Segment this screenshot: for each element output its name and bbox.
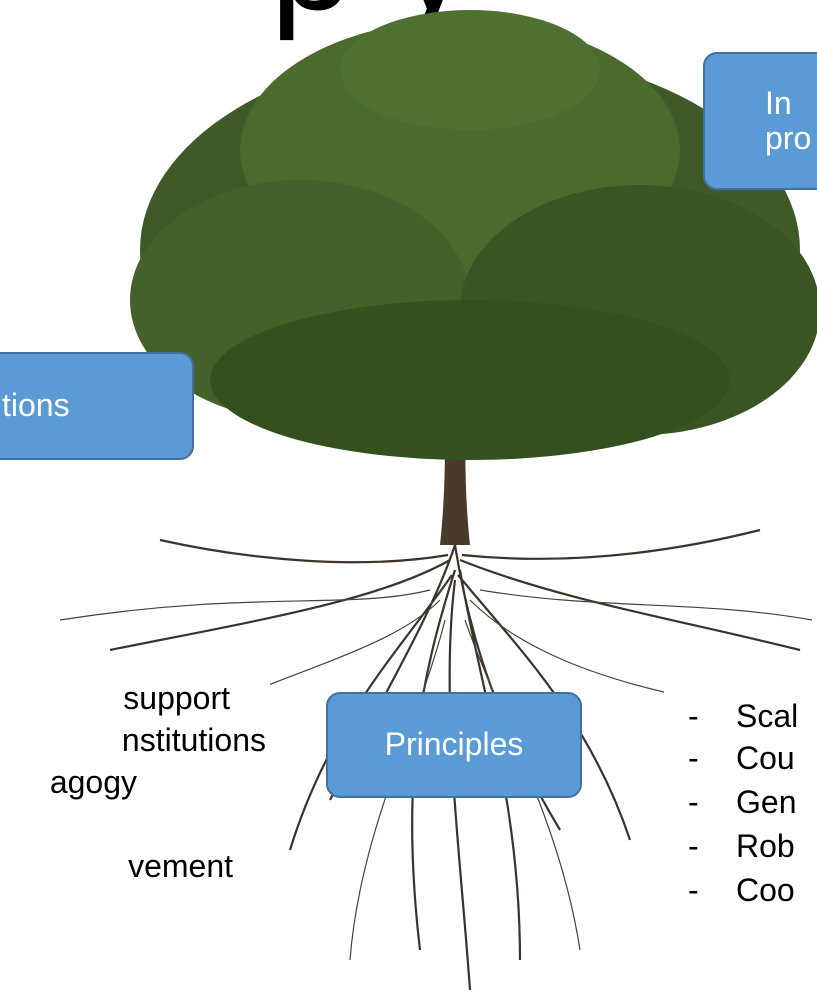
right-list-item: - Scal (688, 693, 798, 739)
bullet-dash: - (688, 872, 699, 908)
left-list-item: vement (128, 848, 233, 884)
callout-principles: Principles (326, 692, 582, 798)
left-list-item: support (123, 680, 230, 716)
left-text-box: support nstitutions agogy vement (0, 667, 270, 1003)
right-list-item-text: Scal (736, 698, 799, 734)
right-list-item: - Cou (688, 735, 795, 781)
left-list-item: nstitutions (121, 722, 266, 758)
callout-right-line-2: pro (765, 120, 812, 156)
bullet-dash: - (688, 698, 699, 734)
bullet-dash: - (688, 740, 699, 776)
left-list-item: agogy (49, 764, 137, 800)
right-list-item-text: Coo (736, 872, 795, 908)
bullet-dash: - (688, 784, 699, 820)
tree-canopy (130, 10, 817, 460)
right-list-item-text: Rob (736, 828, 795, 864)
callout-right: In pro (703, 52, 817, 190)
callout-left-label: tions (2, 387, 70, 424)
callout-right-line-1: In (765, 84, 792, 121)
right-list-item-text: Gen (736, 784, 797, 820)
callout-left: tions (0, 352, 194, 460)
right-list-item-text: Cou (736, 740, 795, 776)
right-text-box: - Scal - Cou - Gen - Rob - Coo (664, 683, 817, 1003)
right-list-item: - Rob (688, 823, 795, 869)
callout-principles-label: Principles (384, 726, 524, 763)
bullet-dash: - (688, 828, 699, 864)
right-list-item: - Coo (688, 867, 795, 913)
right-list-item: - Gen (688, 779, 796, 825)
